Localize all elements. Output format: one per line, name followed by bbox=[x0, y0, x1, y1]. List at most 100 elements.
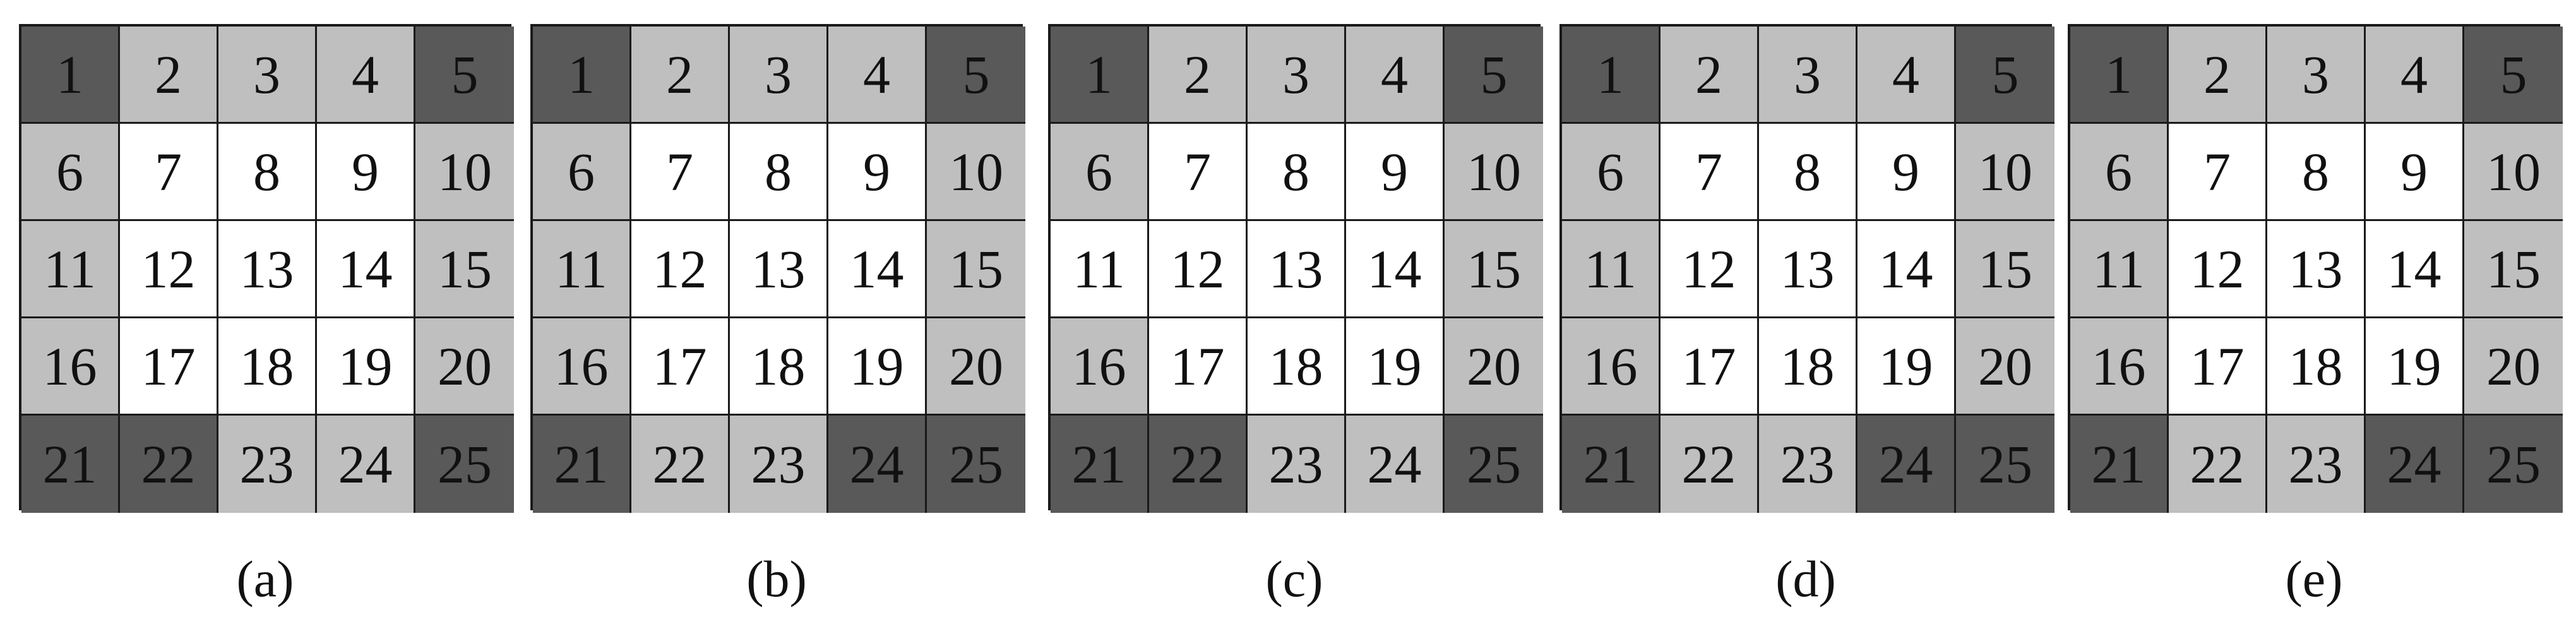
grid-cell-1: 1 bbox=[533, 27, 631, 124]
grid-cell-9: 9 bbox=[828, 124, 927, 221]
grid-cell-19: 19 bbox=[2366, 318, 2464, 416]
grid-cell-19: 19 bbox=[1857, 318, 1956, 416]
grid-cell-24: 24 bbox=[1857, 416, 1956, 513]
panel-caption: (e) bbox=[2285, 550, 2343, 608]
grid-cell-4: 4 bbox=[1857, 27, 1956, 124]
grid-cell-12: 12 bbox=[631, 221, 730, 318]
grid-cell-13: 13 bbox=[218, 221, 317, 318]
grid-cell-14: 14 bbox=[828, 221, 927, 318]
grid-cell-21: 21 bbox=[1051, 416, 1149, 513]
grid-cell-20: 20 bbox=[415, 318, 514, 416]
grid-cell-16: 16 bbox=[21, 318, 120, 416]
grid-cell-15: 15 bbox=[1956, 221, 2054, 318]
grid-cell-17: 17 bbox=[120, 318, 218, 416]
grid-cell-12: 12 bbox=[2169, 221, 2267, 318]
grid-cell-14: 14 bbox=[317, 221, 415, 318]
grid-cell-18: 18 bbox=[1248, 318, 1346, 416]
grid-cell-22: 22 bbox=[120, 416, 218, 513]
grid-cell-22: 22 bbox=[1149, 416, 1248, 513]
grid-cell-7: 7 bbox=[2169, 124, 2267, 221]
grid-cell-10: 10 bbox=[2464, 124, 2563, 221]
grid-cell-3: 3 bbox=[1759, 27, 1857, 124]
grid-cell-2: 2 bbox=[2169, 27, 2267, 124]
grid-cell-19: 19 bbox=[828, 318, 927, 416]
grid-cell-3: 3 bbox=[218, 27, 317, 124]
grid-cell-2: 2 bbox=[1149, 27, 1248, 124]
grid-cell-5: 5 bbox=[2464, 27, 2563, 124]
grid-cell-24: 24 bbox=[2366, 416, 2464, 513]
panel-caption: (a) bbox=[236, 550, 294, 608]
grid-cell-14: 14 bbox=[2366, 221, 2464, 318]
grid-cell-22: 22 bbox=[1661, 416, 1759, 513]
grid-cell-4: 4 bbox=[317, 27, 415, 124]
grid-cell-12: 12 bbox=[120, 221, 218, 318]
grid-cell-8: 8 bbox=[1759, 124, 1857, 221]
grid-cell-17: 17 bbox=[1149, 318, 1248, 416]
grid-cell-21: 21 bbox=[1562, 416, 1661, 513]
grid-cell-11: 11 bbox=[533, 221, 631, 318]
grid-cell-16: 16 bbox=[2070, 318, 2169, 416]
grid-cell-7: 7 bbox=[1661, 124, 1759, 221]
grid-cell-20: 20 bbox=[1956, 318, 2054, 416]
grid-cell-19: 19 bbox=[1346, 318, 1445, 416]
grid-cell-23: 23 bbox=[1248, 416, 1346, 513]
grid-cell-21: 21 bbox=[21, 416, 120, 513]
grid-cell-5: 5 bbox=[1445, 27, 1543, 124]
grid-cell-20: 20 bbox=[2464, 318, 2563, 416]
panel-caption: (c) bbox=[1265, 550, 1323, 608]
grid-cell-3: 3 bbox=[1248, 27, 1346, 124]
grid-cell-7: 7 bbox=[120, 124, 218, 221]
grid-cell-25: 25 bbox=[927, 416, 1025, 513]
grid-cell-11: 11 bbox=[2070, 221, 2169, 318]
grid-cell-2: 2 bbox=[631, 27, 730, 124]
grid-cell-1: 1 bbox=[1562, 27, 1661, 124]
grid-cell-5: 5 bbox=[415, 27, 514, 124]
grid-cell-21: 21 bbox=[2070, 416, 2169, 513]
grid-cell-11: 11 bbox=[21, 221, 120, 318]
grid-cell-7: 7 bbox=[1149, 124, 1248, 221]
grid-cell-9: 9 bbox=[1857, 124, 1956, 221]
grid-cell-25: 25 bbox=[415, 416, 514, 513]
grid-cell-21: 21 bbox=[533, 416, 631, 513]
grid-cell-6: 6 bbox=[21, 124, 120, 221]
grid-cell-6: 6 bbox=[533, 124, 631, 221]
grid-cell-23: 23 bbox=[730, 416, 828, 513]
grid-cell-14: 14 bbox=[1857, 221, 1956, 318]
grid-cell-9: 9 bbox=[317, 124, 415, 221]
grid-cell-5: 5 bbox=[1956, 27, 2054, 124]
grid-cell-16: 16 bbox=[533, 318, 631, 416]
grid-cell-12: 12 bbox=[1661, 221, 1759, 318]
grid-cell-14: 14 bbox=[1346, 221, 1445, 318]
grid-cell-13: 13 bbox=[1759, 221, 1857, 318]
grid-cell-4: 4 bbox=[2366, 27, 2464, 124]
grid-cell-11: 11 bbox=[1051, 221, 1149, 318]
grid-cell-24: 24 bbox=[1346, 416, 1445, 513]
grid-cell-2: 2 bbox=[120, 27, 218, 124]
grid-cell-18: 18 bbox=[218, 318, 317, 416]
grid-cell-10: 10 bbox=[1956, 124, 2054, 221]
grid-cell-11: 11 bbox=[1562, 221, 1661, 318]
grid-cell-22: 22 bbox=[2169, 416, 2267, 513]
grid-cell-17: 17 bbox=[631, 318, 730, 416]
grid-cell-19: 19 bbox=[317, 318, 415, 416]
grid-cell-7: 7 bbox=[631, 124, 730, 221]
grid-cell-6: 6 bbox=[1051, 124, 1149, 221]
grid-cell-22: 22 bbox=[631, 416, 730, 513]
grid-cell-4: 4 bbox=[828, 27, 927, 124]
grid-cell-13: 13 bbox=[2267, 221, 2366, 318]
grid-cell-3: 3 bbox=[730, 27, 828, 124]
grid-cell-15: 15 bbox=[415, 221, 514, 318]
grid-cell-1: 1 bbox=[21, 27, 120, 124]
grid-cell-10: 10 bbox=[1445, 124, 1543, 221]
grid-cell-18: 18 bbox=[2267, 318, 2366, 416]
